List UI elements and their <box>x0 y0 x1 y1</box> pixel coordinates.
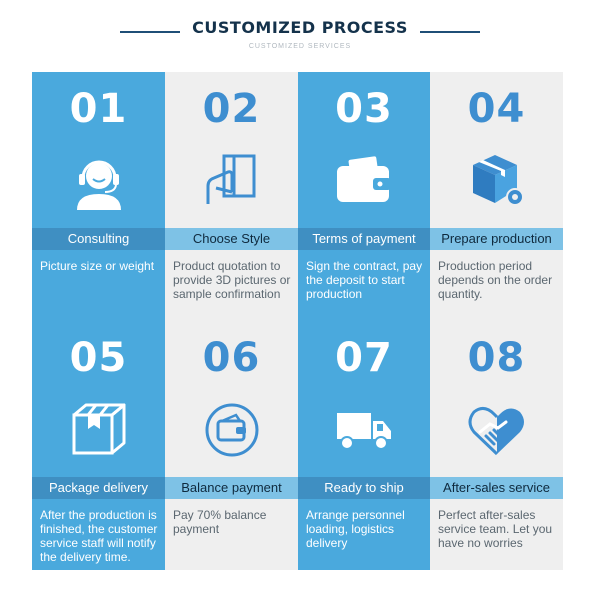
step-description: Pay 70% balance payment <box>173 508 267 536</box>
step-card-08: 08 After-sales service Perfect after-sal… <box>430 321 563 570</box>
step-description: After the production is finished, the cu… <box>40 508 158 564</box>
step-description: Product quotation to provide 3D pictures… <box>173 259 291 301</box>
page-title: CUSTOMIZED PROCESS <box>192 18 408 37</box>
step-label: After-sales service <box>430 477 563 499</box>
hand-pointing-document-icon <box>165 150 298 212</box>
headset-operator-icon <box>32 150 165 212</box>
step-card-04: 04 Prepare production Production period … <box>430 72 563 321</box>
box-gear-icon <box>430 150 563 212</box>
header: CUSTOMIZED PROCESS CUSTOMIZED SERVICES <box>0 0 600 64</box>
step-label: Ready to ship <box>298 477 430 499</box>
step-card-03: 03 Terms of payment Sign the contract, p… <box>298 72 430 321</box>
page-subtitle: CUSTOMIZED SERVICES <box>248 43 352 50</box>
step-number: 04 <box>467 86 526 132</box>
wallet-icon <box>298 150 430 212</box>
step-number: 06 <box>202 335 261 381</box>
step-number: 02 <box>202 86 261 132</box>
step-card-07: 07 Ready to ship Arrange personnel loadi… <box>298 321 430 570</box>
title-rule-left <box>120 31 180 33</box>
step-number: 08 <box>467 335 526 381</box>
step-label: Package delivery <box>32 477 165 499</box>
step-description: Production period depends on the order q… <box>438 259 553 301</box>
step-description: Perfect after-sales service team. Let yo… <box>438 508 553 550</box>
step-label: Prepare production <box>430 228 563 250</box>
process-grid: 01 Consulting Picture size or weight 02 <box>32 72 563 570</box>
step-card-06: 06 Balance payment Pay 70% balance payme… <box>165 321 298 570</box>
step-number: 05 <box>69 335 128 381</box>
step-number: 07 <box>335 335 393 381</box>
step-label: Terms of payment <box>298 228 430 250</box>
step-label: Choose Style <box>165 228 298 250</box>
step-card-01: 01 Consulting Picture size or weight <box>32 72 165 321</box>
title-rule-right <box>420 31 480 33</box>
step-number: 03 <box>335 86 393 132</box>
step-description: Arrange personnel loading, logistics del… <box>306 508 405 550</box>
step-description: Picture size or weight <box>40 259 155 273</box>
package-icon <box>32 399 165 461</box>
heart-handshake-icon <box>430 399 563 461</box>
step-card-02: 02 Choose Style Product quotation to pro… <box>165 72 298 321</box>
truck-icon <box>298 399 430 461</box>
step-label: Consulting <box>32 228 165 250</box>
step-number: 01 <box>69 86 128 132</box>
step-description: Sign the contract, pay the deposit to st… <box>306 259 423 301</box>
step-card-05: 05 Package delivery After the production… <box>32 321 165 570</box>
wallet-circle-icon <box>165 399 298 461</box>
step-label: Balance payment <box>165 477 298 499</box>
